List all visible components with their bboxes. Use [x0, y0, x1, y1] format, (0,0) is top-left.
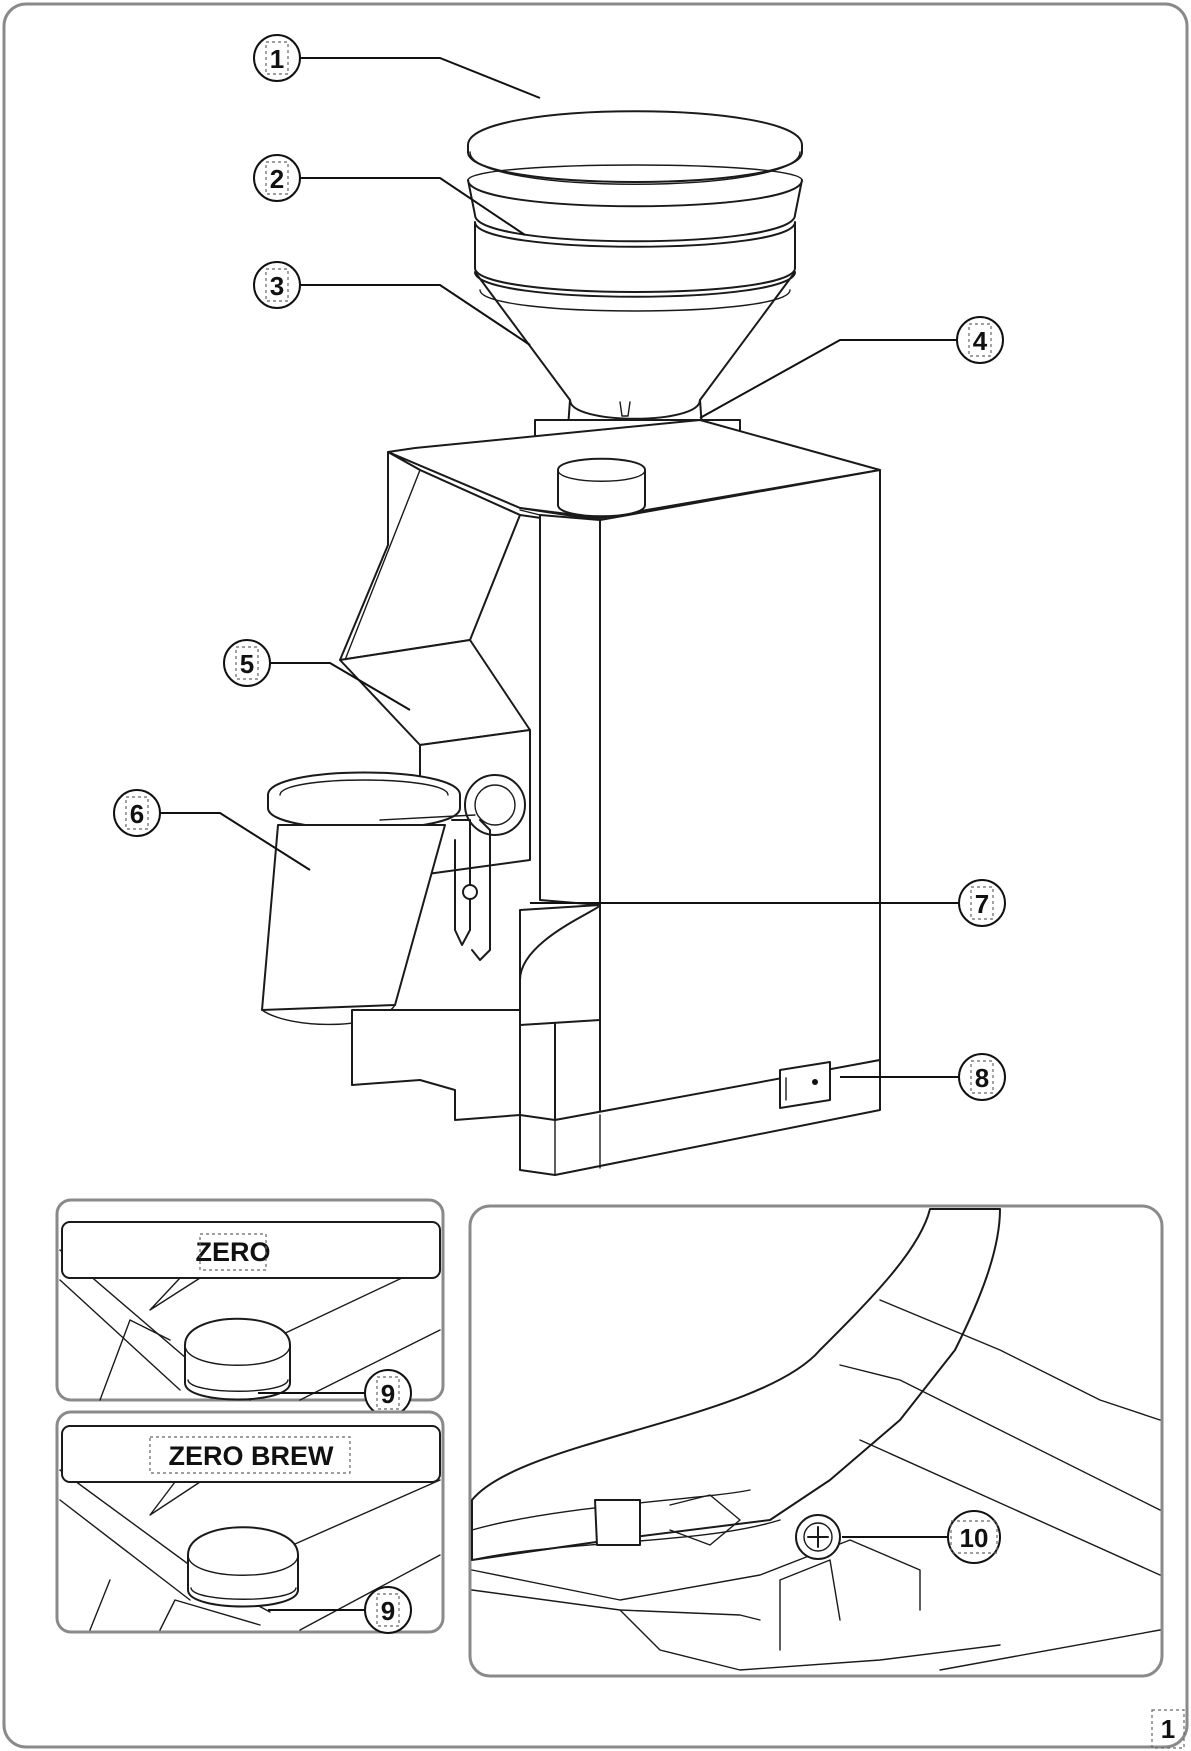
inset-zero: ZERO 9	[55, 1198, 445, 1417]
callout-4-label: 4	[973, 326, 988, 356]
callout-9-zero-label: 9	[381, 1379, 395, 1409]
grinder-illustration	[261, 110, 881, 1176]
callout-4: 4	[956, 316, 1004, 364]
callout-5-label: 5	[240, 649, 254, 679]
callout-7: 7	[958, 879, 1006, 927]
callout-1-label: 1	[270, 44, 284, 74]
callout-9-zero-brew-label: 9	[381, 1596, 395, 1626]
callout-2: 2	[253, 154, 301, 202]
inset-screw-detail: 10	[468, 1204, 1164, 1678]
callout-8-label: 8	[975, 1063, 989, 1093]
callout-1: 1	[253, 34, 301, 82]
callout-6: 6	[113, 789, 161, 837]
callout-5: 5	[223, 639, 271, 687]
page-number-label: 1	[1161, 1714, 1175, 1744]
callout-7-label: 7	[975, 889, 989, 919]
callout-2-label: 2	[270, 164, 284, 194]
inset-zero-brew: ZERO BREW 9	[55, 1410, 445, 1634]
inset-zero-caption: ZERO	[195, 1237, 270, 1267]
page-number: 1	[1151, 1709, 1185, 1749]
callout-6-label: 6	[130, 799, 144, 829]
callout-3-label: 3	[270, 271, 284, 301]
inset-zero-brew-caption: ZERO BREW	[169, 1441, 335, 1471]
callout-3: 3	[253, 261, 301, 309]
callout-8: 8	[958, 1053, 1006, 1101]
callout-10-label: 10	[960, 1523, 989, 1553]
